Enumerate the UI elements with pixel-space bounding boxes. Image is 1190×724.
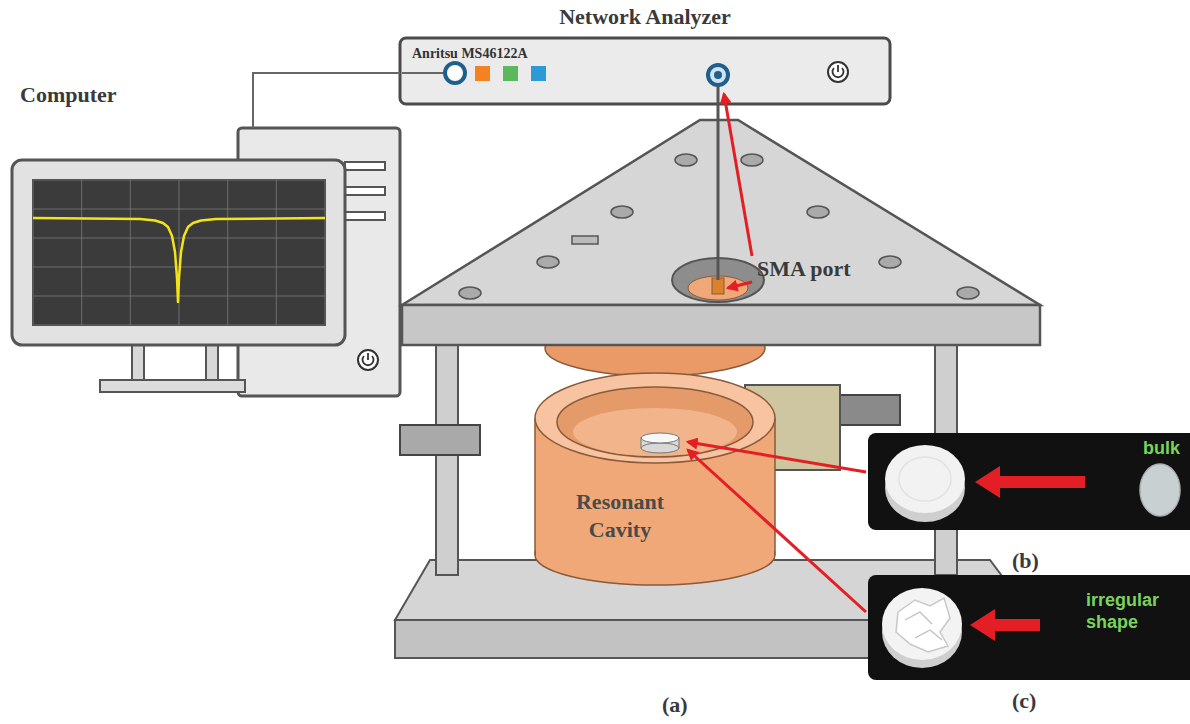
sample-disk-mark (899, 457, 951, 501)
computer-title: Computer (20, 82, 117, 108)
sample-disk (885, 445, 965, 513)
irregular-pieces (896, 598, 950, 652)
analyzer-housing (400, 38, 890, 104)
monitor-stand (132, 343, 144, 383)
model-name: Anritsu MS46122A (412, 46, 528, 62)
instrument-title: Network Analyzer (400, 4, 890, 30)
cavity-edge (534, 418, 536, 555)
leader-arrow (724, 94, 752, 256)
resonant-cavity: Resonant Cavity (535, 360, 775, 560)
usb-cable (253, 73, 400, 128)
monitor (12, 160, 345, 345)
usb-cable (402, 72, 445, 74)
leader-arrow (688, 442, 866, 472)
monitor-stand (206, 343, 218, 383)
cavity-edge (774, 418, 776, 555)
bolt-hole (459, 287, 481, 299)
usb-port (445, 63, 465, 83)
top-plate (402, 120, 1040, 305)
cavity-floor (573, 408, 737, 456)
power-button (828, 62, 848, 82)
power-icon (363, 353, 374, 365)
sma-connector (712, 278, 724, 294)
power-button (358, 350, 378, 370)
drive-slot (345, 162, 385, 170)
top-plate-front (402, 305, 1040, 345)
panel-label: (b) (1012, 548, 1039, 574)
bolt-hole (741, 154, 763, 166)
rf-port (708, 65, 728, 85)
instrument-box: Network AnalyzerAnritsu MS46122A (400, 38, 890, 104)
monitor-base (100, 380, 245, 392)
bolt-hole (807, 206, 829, 218)
latch (572, 236, 598, 244)
resonance-curve (33, 218, 325, 302)
sample-photo: irregular shape (868, 575, 1190, 680)
photo-caption: irregular shape (1086, 589, 1182, 633)
indicator (475, 66, 490, 81)
support-post (436, 340, 458, 575)
power-icon (833, 65, 844, 77)
sample-holder (882, 588, 962, 660)
coax-cable (717, 86, 720, 280)
clamp-block (400, 425, 480, 455)
screen-grid (33, 180, 325, 325)
mount-block (840, 395, 900, 425)
indicator (531, 66, 546, 81)
bolt-hole (537, 256, 559, 268)
leader-arrow (728, 282, 752, 288)
block-arrow (970, 609, 1040, 641)
screen (33, 180, 325, 325)
sample (641, 443, 679, 453)
sample-top (641, 433, 679, 443)
photo-background (868, 575, 1190, 680)
part-label: SMA port (757, 256, 851, 282)
piece-edges (905, 612, 942, 640)
computer: Computer (12, 128, 402, 396)
bolt-hole (611, 206, 633, 218)
photo-background (868, 433, 1190, 530)
cavity-label: Resonant Cavity (563, 488, 677, 544)
bolt-hole (675, 154, 697, 166)
bolt-hole (879, 256, 901, 268)
leader-arrow (688, 450, 866, 612)
sample-photo: bulk (868, 433, 1190, 530)
bulk-sample (1140, 464, 1180, 516)
panel-label: (c) (1012, 688, 1036, 714)
photo-caption: bulk (1143, 437, 1180, 459)
bolt-hole (957, 287, 979, 299)
indicator (503, 66, 518, 81)
block-arrow (975, 466, 1085, 498)
panel-label: (a) (662, 692, 688, 718)
drive-slot (345, 187, 385, 195)
rf-port-pin (714, 71, 722, 79)
drive-slot (345, 212, 385, 220)
